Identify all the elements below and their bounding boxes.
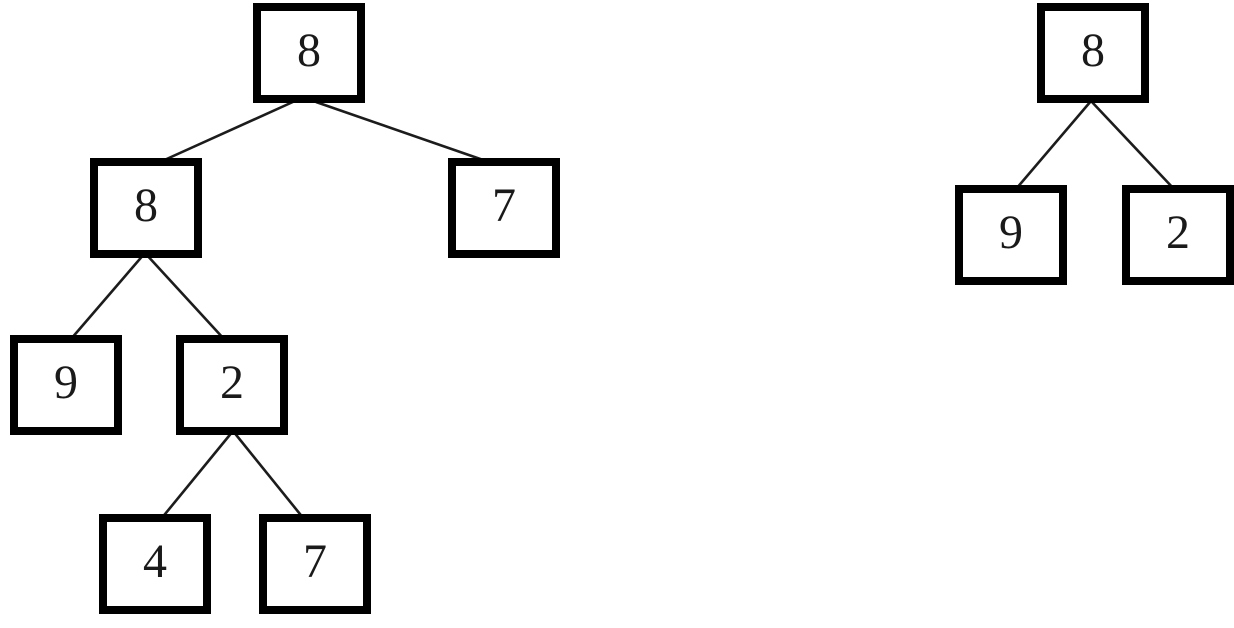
edge-left-tree-left-to-left-left bbox=[70, 252, 146, 340]
edge-right-tree-root-to-left bbox=[1015, 100, 1092, 190]
node-value: 8 bbox=[134, 179, 158, 232]
right-tree-node-root: 8 bbox=[1037, 3, 1149, 103]
edge-left-tree-left-right-to-right bbox=[231, 430, 306, 520]
node-value: 8 bbox=[297, 24, 321, 77]
edge-left-tree-root-to-left bbox=[159, 99, 296, 164]
edge-left-tree-left-right-to-left bbox=[159, 430, 235, 520]
node-value: 4 bbox=[143, 535, 167, 588]
left-tree-node-left-left: 9 bbox=[10, 335, 122, 435]
node-value: 9 bbox=[999, 206, 1023, 259]
edge-right-tree-root-to-right bbox=[1090, 100, 1175, 190]
left-tree-node-left: 8 bbox=[90, 158, 202, 258]
edge-left-tree-left-to-left-right bbox=[144, 252, 225, 340]
edge-left-tree-root-to-right bbox=[315, 100, 490, 164]
node-value: 9 bbox=[54, 356, 78, 409]
right-tree-node-left: 9 bbox=[955, 185, 1067, 285]
left-tree-node-left-right-right: 7 bbox=[259, 514, 371, 614]
left-tree-node-left-right: 2 bbox=[176, 335, 288, 435]
node-value: 2 bbox=[220, 356, 244, 409]
left-tree-node-right: 7 bbox=[448, 158, 560, 258]
node-value: 2 bbox=[1166, 206, 1190, 259]
node-value: 7 bbox=[303, 535, 327, 588]
left-tree-node-root: 8 bbox=[253, 3, 365, 103]
left-tree-node-left-right-left: 4 bbox=[99, 514, 211, 614]
node-value: 8 bbox=[1081, 24, 1105, 77]
node-value: 7 bbox=[492, 179, 516, 232]
right-tree-node-right: 2 bbox=[1122, 185, 1234, 285]
